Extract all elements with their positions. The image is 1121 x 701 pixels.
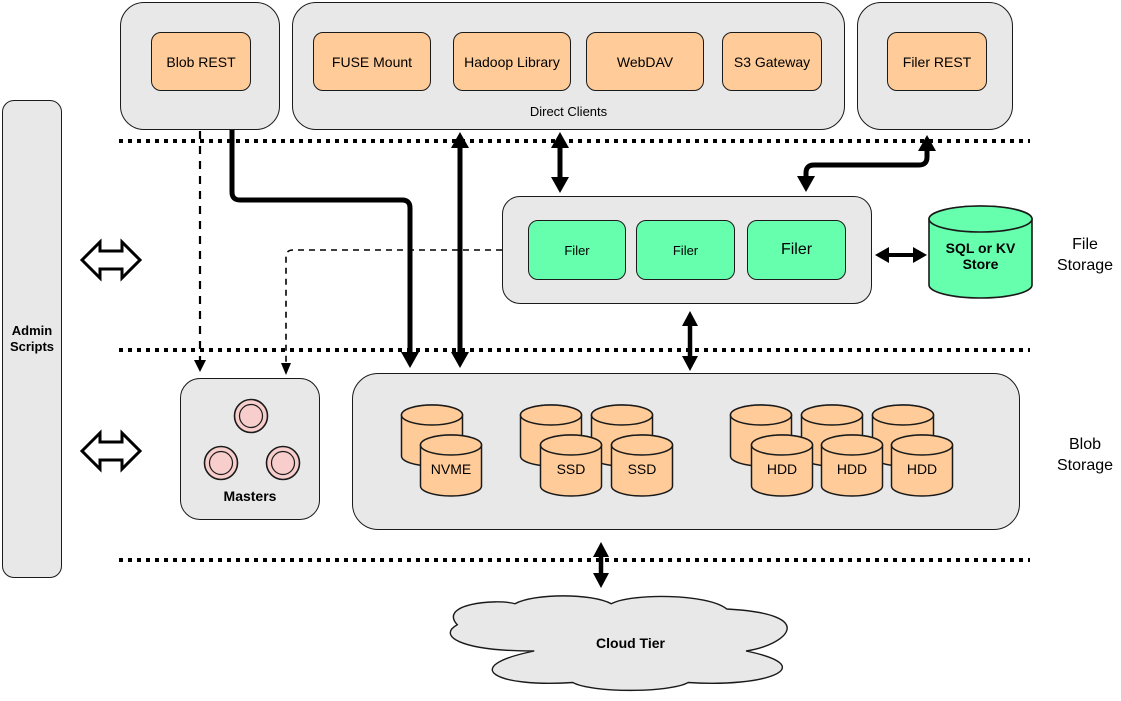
cloud-tier-shape: Cloud Tier [436,586,825,696]
master-node-icon [265,445,301,481]
database-cylinder-icon [928,205,1033,299]
filer-box-2: Filer [636,220,735,280]
s3-gateway-box: S3 Gateway [722,32,822,91]
admin-file-storage-arrow-icon [79,238,143,282]
arrow-blob-rest-to-blob-storage [229,130,419,368]
webdav-box: WebDAV [586,32,704,91]
blob-storage-layer-label: Blob Storage [1056,436,1114,474]
arrow-blob-storage-cloud [593,542,609,588]
disk-label: HDD [907,461,937,477]
disk-label: HDD [767,461,797,477]
arrow-direct-clients-filer [551,132,569,193]
admin-scripts-panel: Admin Scripts [2,100,62,578]
cloud-icon [449,595,788,692]
hdd-disk-cylinder: HDD [820,434,884,497]
admin-scripts-label: Admin Scripts [9,322,55,354]
file-storage-layer-label: File Storage [1056,236,1114,274]
ssd-disk-cylinder: SSD [610,434,674,497]
filer-rest-group: Filer REST [857,2,1013,130]
arrow-filer-rest-filer [797,135,936,192]
direct-clients-label: Direct Clients [529,104,608,119]
blob-rest-group: Blob REST [120,2,280,130]
arrow-filer-sql-store [875,247,927,263]
disk-cylinder-icon [729,404,793,467]
cloud-tier-label: Cloud Tier [596,635,665,651]
filer-group: Filer Filer Filer [502,196,872,304]
master-nodes-icons [203,398,301,481]
disk-label: HDD [837,461,867,477]
direct-clients-group: FUSE Mount Hadoop Library WebDAV S3 Gate… [292,2,845,130]
filer-rest-box: Filer REST [887,32,987,91]
hadoop-library-box: Hadoop Library [453,32,571,91]
ssd-disk-cylinder: SSD [539,434,603,497]
admin-blob-storage-arrow-icon [79,429,143,473]
masters-label: Masters [223,487,277,504]
master-node-icon [203,445,239,481]
masters-group: Masters [180,378,320,520]
arrow-filer-blob-storage [682,311,698,371]
arrow-direct-clients-blob-storage [451,132,469,368]
disk-label: SSD [628,461,657,477]
fuse-mount-box: FUSE Mount [313,32,431,91]
master-node-icon [233,398,269,434]
disk-label: SSD [557,461,586,477]
filer-box-3: Filer [747,220,846,280]
filer-box-1: Filer [528,220,626,280]
hdd-disk-cylinder: HDD [750,434,814,497]
disk-label: NVME [431,461,471,477]
blob-rest-box: Blob REST [151,32,251,91]
dashed-arrow-blob-rest-to-masters [194,131,206,372]
sql-kv-store-label: SQL or KV Store [945,240,1016,273]
nvme-disk-cylinder: NVME [419,434,483,497]
hdd-disk-cylinder: HDD [890,434,954,497]
sql-kv-store-cylinder: SQL or KV Store [927,203,1034,302]
dashed-arrow-filer-to-masters [281,249,502,375]
